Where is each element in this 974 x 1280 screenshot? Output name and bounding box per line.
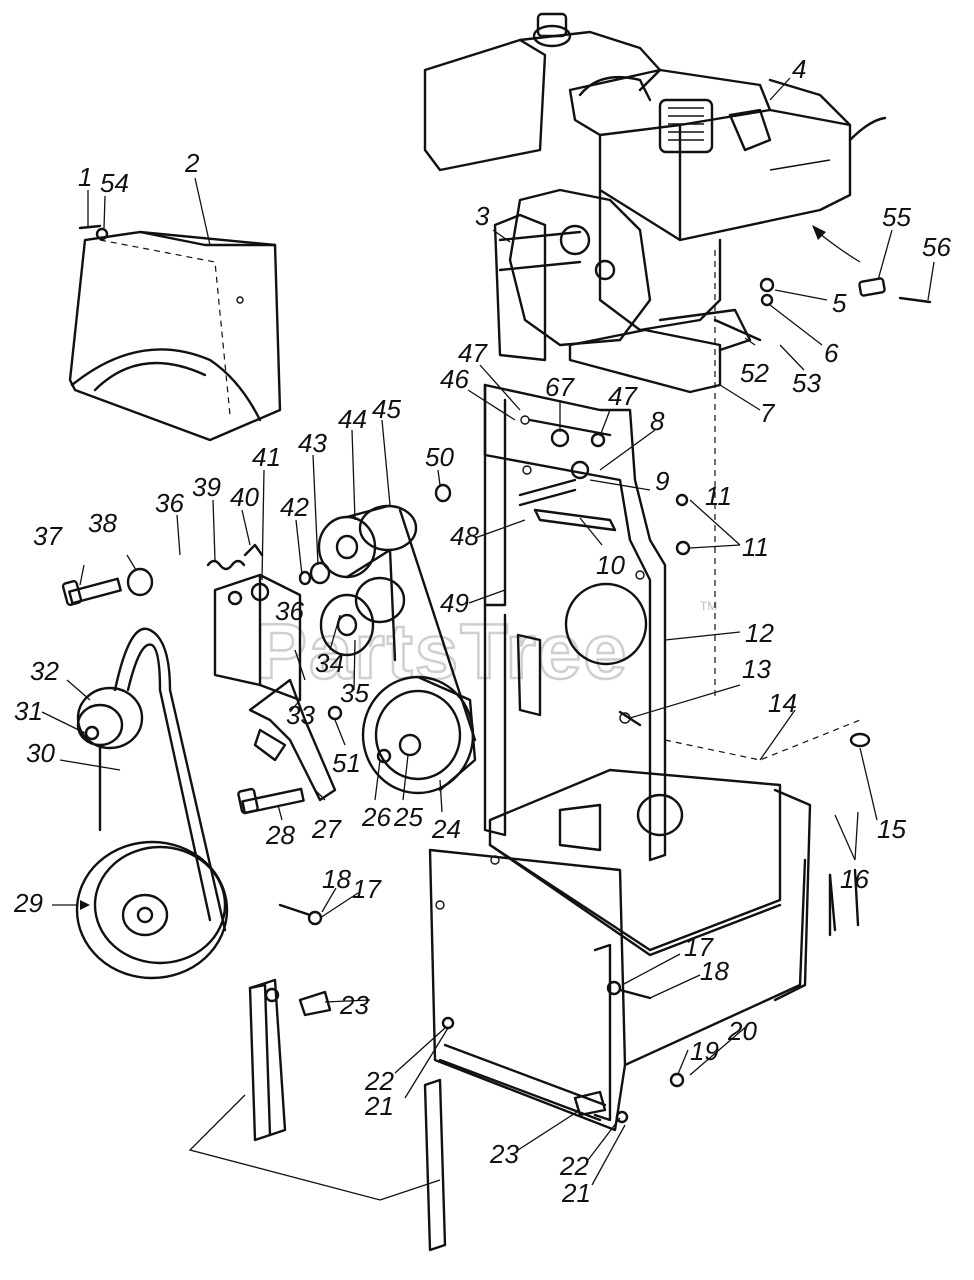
callout-2: 2 bbox=[184, 148, 200, 178]
callout-36b: 36 bbox=[275, 596, 304, 626]
callout-1: 1 bbox=[78, 162, 92, 192]
callout-22a: 22 bbox=[364, 1066, 394, 1096]
engine-assembly bbox=[423, 12, 887, 394]
callout-10: 10 bbox=[596, 550, 625, 580]
callout-39: 39 bbox=[192, 472, 221, 502]
callout-47a: 47 bbox=[458, 338, 488, 368]
callout-48: 48 bbox=[450, 521, 479, 551]
callout-37: 37 bbox=[33, 521, 63, 551]
hardware-bits bbox=[278, 277, 932, 1088]
callout-8: 8 bbox=[650, 406, 665, 436]
callout-11: 11 bbox=[742, 532, 769, 562]
callout-36a: 36 bbox=[155, 488, 184, 518]
callout-51: 51 bbox=[332, 748, 361, 778]
callout-29: 29 bbox=[13, 888, 43, 918]
callout-22b: 22 bbox=[559, 1151, 589, 1181]
callout-labels: 1 54 2 3 4 55 56 5 6 52 53 7 47 46 67 47… bbox=[13, 54, 951, 1208]
callout-6: 6 bbox=[824, 338, 839, 368]
callout-52: 52 bbox=[740, 358, 769, 388]
callout-43: 43 bbox=[298, 428, 327, 458]
callout-30: 30 bbox=[26, 738, 55, 768]
callout-31: 31 bbox=[14, 696, 43, 726]
callout-33: 33 bbox=[286, 700, 315, 730]
callout-49: 49 bbox=[440, 588, 469, 618]
callout-18b: 18 bbox=[700, 956, 729, 986]
callout-9: 9 bbox=[655, 466, 669, 496]
callout-35: 35 bbox=[340, 678, 369, 708]
pulley-bracket-assembly bbox=[206, 483, 477, 802]
side-supports bbox=[248, 978, 629, 1252]
watermark-trademark: TM bbox=[700, 599, 717, 613]
callout-67: 67 bbox=[545, 372, 575, 402]
callout-46: 46 bbox=[440, 364, 469, 394]
callout-17b: 17 bbox=[684, 932, 714, 962]
callout-24: 24 bbox=[431, 814, 461, 844]
callout-12: 12 bbox=[745, 618, 774, 648]
callout-50: 50 bbox=[425, 442, 454, 472]
drive-belt-system bbox=[75, 627, 229, 980]
bolts-left bbox=[61, 567, 305, 815]
housing-box bbox=[488, 250, 861, 1002]
frame-plate bbox=[483, 383, 667, 862]
callout-16: 16 bbox=[840, 864, 869, 894]
callout-34: 34 bbox=[315, 648, 344, 678]
callout-5: 5 bbox=[832, 288, 847, 318]
callout-11b: 11 bbox=[705, 481, 732, 511]
callout-41: 41 bbox=[252, 442, 281, 472]
callout-14: 14 bbox=[768, 688, 797, 718]
callout-44: 44 bbox=[338, 404, 367, 434]
callout-32: 32 bbox=[30, 656, 59, 686]
callout-17a: 17 bbox=[352, 874, 382, 904]
callout-28: 28 bbox=[265, 820, 295, 850]
callout-40: 40 bbox=[230, 482, 259, 512]
callout-47b: 47 bbox=[608, 381, 638, 411]
callout-23a: 23 bbox=[339, 990, 369, 1020]
callout-38: 38 bbox=[88, 508, 117, 538]
callout-3: 3 bbox=[475, 201, 490, 231]
callout-27: 27 bbox=[311, 814, 342, 844]
callout-20: 20 bbox=[727, 1016, 757, 1046]
callout-55: 55 bbox=[882, 202, 911, 232]
callout-56: 56 bbox=[922, 232, 951, 262]
belt-guard bbox=[68, 224, 282, 442]
front-panel bbox=[428, 848, 807, 1132]
callout-54: 54 bbox=[100, 168, 129, 198]
callout-15: 15 bbox=[877, 814, 906, 844]
callout-21a: 21 bbox=[364, 1091, 394, 1121]
callout-53: 53 bbox=[792, 368, 821, 398]
callout-18a: 18 bbox=[322, 864, 351, 894]
callout-19: 19 bbox=[690, 1036, 719, 1066]
callout-13: 13 bbox=[742, 654, 771, 684]
callout-4: 4 bbox=[792, 54, 806, 84]
callout-7: 7 bbox=[760, 398, 776, 428]
callout-21b: 21 bbox=[561, 1178, 591, 1208]
callout-26: 26 bbox=[361, 802, 391, 832]
leader-lines bbox=[41, 77, 935, 1201]
callout-25: 25 bbox=[393, 802, 423, 832]
callout-42: 42 bbox=[280, 492, 309, 522]
callout-45: 45 bbox=[372, 394, 401, 424]
callout-23b: 23 bbox=[489, 1139, 519, 1169]
